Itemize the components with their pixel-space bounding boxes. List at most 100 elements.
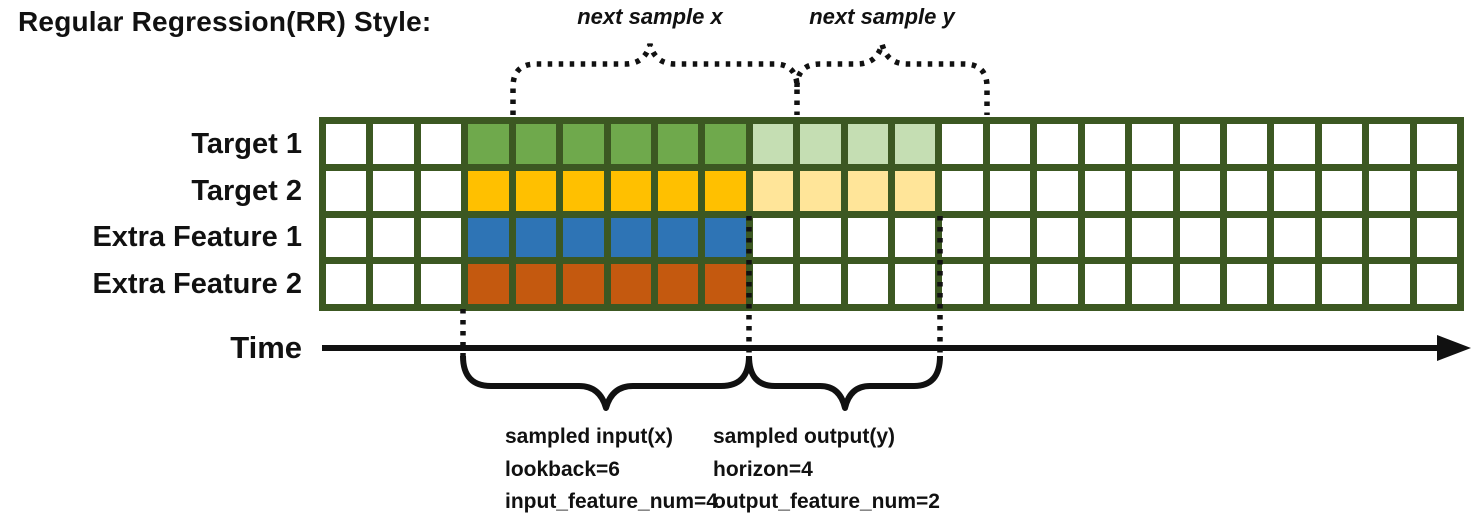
grid-cell bbox=[657, 264, 699, 304]
row-label-target-2: Target 2 bbox=[191, 174, 302, 207]
grid-cell bbox=[1179, 124, 1220, 164]
grid-cell bbox=[1416, 264, 1457, 304]
grid-cell bbox=[1084, 264, 1126, 304]
grid-cell bbox=[515, 217, 557, 258]
grid-cell bbox=[800, 264, 841, 304]
grid-cell bbox=[1274, 264, 1315, 304]
grid-cell bbox=[895, 264, 936, 304]
grid-cell bbox=[847, 124, 888, 164]
grid-cell bbox=[420, 264, 462, 304]
grid-cell bbox=[752, 170, 794, 211]
grid-cell bbox=[1321, 170, 1363, 211]
grid-cell bbox=[1132, 217, 1173, 258]
grid-cell bbox=[1179, 264, 1220, 304]
grid-cell bbox=[1084, 217, 1126, 258]
grid-cell bbox=[1084, 170, 1126, 211]
grid-cell bbox=[1226, 170, 1268, 211]
grid-cell bbox=[1132, 264, 1173, 304]
grid-cell bbox=[420, 170, 462, 211]
grid-cell bbox=[800, 217, 841, 258]
grid-cell bbox=[326, 217, 367, 258]
grid-cell bbox=[515, 124, 557, 164]
time-axis-label: Time bbox=[230, 330, 302, 365]
grid-cell bbox=[989, 170, 1031, 211]
grid-cell bbox=[373, 264, 414, 304]
grid-cell bbox=[1274, 217, 1315, 258]
grid-cell bbox=[989, 264, 1031, 304]
grid-cell bbox=[1132, 170, 1173, 211]
grid-cell bbox=[1321, 124, 1363, 164]
time-series-grid bbox=[319, 117, 1464, 311]
grid-cell bbox=[705, 124, 746, 164]
dotted-brace-next-sample-y bbox=[794, 43, 990, 115]
sampled-input-title: sampled input(x) bbox=[505, 425, 674, 448]
grid-cell bbox=[515, 170, 557, 211]
grid-cell bbox=[373, 170, 414, 211]
grid-cell bbox=[847, 264, 888, 304]
output-feature-num: output_feature_num=2 bbox=[713, 490, 940, 513]
grid-cell bbox=[1037, 124, 1078, 164]
grid-cell bbox=[1132, 124, 1173, 164]
brace-sampled-output bbox=[746, 355, 943, 411]
row-label-extra-feature-2: Extra Feature 2 bbox=[92, 268, 302, 300]
input-feature-num: input_feature_num=4 bbox=[505, 490, 718, 513]
grid-cell bbox=[895, 170, 936, 211]
grid-cell bbox=[468, 264, 509, 304]
diagram-title: Regular Regression(RR) Style: bbox=[18, 6, 432, 37]
grid-cell bbox=[800, 170, 841, 211]
time-axis-arrowhead-icon bbox=[1437, 335, 1471, 361]
grid-cell bbox=[468, 124, 509, 164]
grid-cell bbox=[1226, 217, 1268, 258]
grid-cell bbox=[705, 217, 746, 258]
grid-cell bbox=[610, 217, 651, 258]
grid-cell bbox=[989, 124, 1031, 164]
row-label-target-1: Target 1 bbox=[191, 128, 302, 160]
grid-cell bbox=[752, 264, 794, 304]
grid-cell bbox=[1226, 264, 1268, 304]
grid-cell bbox=[1416, 170, 1457, 211]
grid-cell bbox=[657, 217, 699, 258]
grid-cell bbox=[657, 124, 699, 164]
grid-cell bbox=[1274, 170, 1315, 211]
sampled-input-text-block: sampled input(x) lookback=6 input_featur… bbox=[505, 421, 718, 516]
sampled-output-title: sampled output(y) bbox=[713, 425, 895, 448]
grid-cell bbox=[1416, 217, 1457, 258]
grid-cell bbox=[326, 170, 367, 211]
grid-cell bbox=[1084, 124, 1126, 164]
grid-cell bbox=[752, 217, 794, 258]
grid-cell bbox=[563, 217, 604, 258]
grid-cell bbox=[468, 170, 509, 211]
grid-cell bbox=[1369, 170, 1410, 211]
grid-cell bbox=[895, 124, 936, 164]
grid-cell bbox=[1369, 124, 1410, 164]
annotation-next-sample-x: next sample x bbox=[577, 4, 723, 29]
lookback-value: lookback=6 bbox=[505, 457, 620, 481]
grid-cell bbox=[989, 217, 1031, 258]
grid-cell bbox=[705, 170, 746, 211]
brace-sampled-input bbox=[460, 355, 752, 411]
grid-cell bbox=[1274, 124, 1315, 164]
grid-cell bbox=[563, 124, 604, 164]
grid-cell bbox=[895, 217, 936, 258]
grid-cell bbox=[752, 124, 794, 164]
grid-cell bbox=[515, 264, 557, 304]
grid-cell bbox=[705, 264, 746, 304]
row-label-extra-feature-1: Extra Feature 1 bbox=[92, 221, 302, 254]
grid-cell bbox=[1179, 217, 1220, 258]
grid-cell bbox=[420, 124, 462, 164]
grid-cell bbox=[800, 124, 841, 164]
grid-cell bbox=[1037, 170, 1078, 211]
grid-cell bbox=[373, 124, 414, 164]
sampled-output-text-block: sampled output(y) horizon=4 output_featu… bbox=[713, 421, 940, 516]
grid-cell bbox=[657, 170, 699, 211]
grid-cell bbox=[1321, 217, 1363, 258]
grid-cell bbox=[847, 170, 888, 211]
grid-cell bbox=[942, 124, 983, 164]
grid-cell bbox=[610, 124, 651, 164]
grid-cell bbox=[1226, 124, 1268, 164]
horizon-value: horizon=4 bbox=[713, 457, 813, 481]
grid-cell bbox=[1037, 217, 1078, 258]
grid-cell bbox=[563, 170, 604, 211]
grid-cell bbox=[942, 170, 983, 211]
